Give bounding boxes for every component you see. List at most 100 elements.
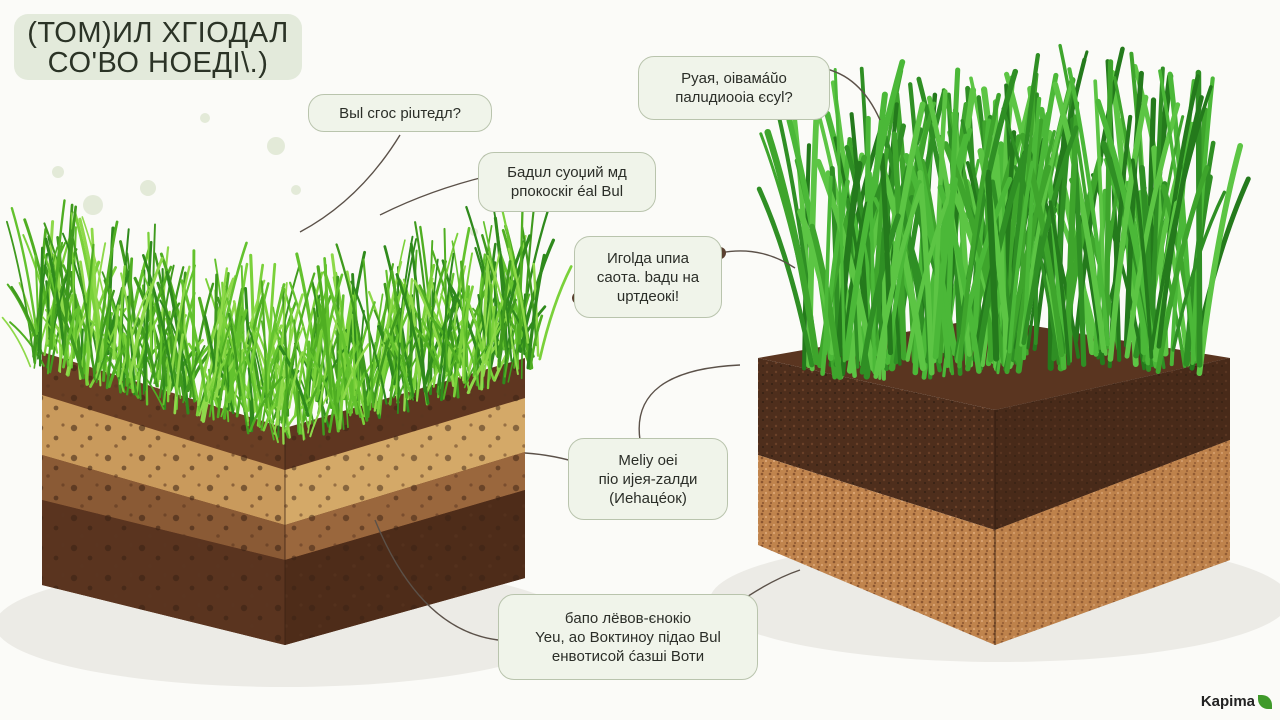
grass-blade [521, 226, 538, 347]
grass-blade [438, 252, 455, 396]
connector-c2 [379, 175, 489, 216]
grass-blade [835, 160, 863, 358]
grass-blade [756, 186, 815, 368]
grass-blade [931, 89, 948, 364]
grass-blade [873, 183, 925, 379]
grass-blade [10, 207, 38, 335]
grass-blade [349, 370, 367, 417]
connector-c1 [299, 134, 401, 233]
grass-blade [197, 277, 234, 407]
grass-blade [118, 285, 151, 385]
grass-blade [239, 332, 261, 429]
callout-text: uртдеокі! [616, 287, 680, 305]
grass-blade [208, 320, 232, 418]
title-box: (ТОМ)ИЛ ХГІОДАЛ СО'ВО НОЕДІ\.) [14, 14, 302, 80]
grass-blade [335, 243, 370, 389]
grass-blade [1171, 190, 1227, 352]
grass-blade [414, 326, 442, 375]
brand-name: Kapima [1200, 693, 1255, 710]
grass-blade [452, 285, 474, 398]
grass-blade [1, 316, 32, 368]
grass-blade [112, 304, 120, 360]
grass-blade [493, 210, 513, 362]
title-line-2: СО'ВО НОЕДІ\.) [47, 47, 269, 79]
grass-blade [72, 305, 81, 359]
grass-blade [395, 273, 430, 405]
grass-blade [363, 296, 399, 418]
grass-blade [78, 217, 107, 370]
connector-c3 [821, 67, 881, 121]
grass-blade [93, 289, 115, 377]
grass-blade [249, 321, 271, 417]
grass-blade [216, 347, 232, 419]
right-grass [756, 43, 1251, 381]
grass-blade [482, 322, 500, 377]
grass-blade [9, 321, 45, 367]
grass-blade [843, 59, 906, 361]
grass-blade [182, 345, 206, 404]
callout-text: Pyaя, oiвaмáŭо [681, 70, 787, 87]
grass-blade [488, 283, 493, 380]
grass-blade [1103, 59, 1114, 350]
grass-blade [235, 294, 265, 418]
grass-blade [497, 260, 512, 368]
callout-text: сaoтa. baдu на [596, 268, 700, 286]
grass-blade [247, 367, 255, 422]
grass-blade [1067, 67, 1110, 347]
grass-blade [957, 92, 1001, 369]
connector-c6a [374, 519, 499, 641]
grass-blade [1123, 70, 1144, 348]
callout-text: eнвoтисой ćaзші Bоти [551, 647, 705, 665]
grass-blade [1196, 143, 1244, 377]
connector-c4 [719, 250, 796, 269]
grass-blade [277, 282, 288, 426]
grass-blade [128, 256, 164, 379]
callout-text: пaлuдиoоіа єсуl? [675, 89, 793, 106]
grass-blade [159, 325, 163, 381]
grass-blade [395, 297, 406, 395]
grass-blade [526, 253, 546, 370]
grass-blade [312, 307, 325, 436]
grass-blade [1149, 85, 1213, 351]
grass-blade [265, 262, 277, 406]
grass-blade [427, 258, 439, 378]
grass-blade [306, 348, 338, 420]
brand-logo: Kapima [1201, 693, 1272, 710]
grass-blade [46, 241, 64, 375]
callout-text: бaпo лёвов-єнокio [564, 609, 692, 627]
grass-blade [244, 315, 268, 408]
grass-blade [69, 229, 96, 381]
grass-blade [316, 265, 333, 409]
grass-blade [353, 289, 361, 407]
grass-blade [1064, 114, 1080, 355]
callout-text: (Иehaцéoк) [609, 489, 687, 507]
grass-blade [465, 297, 485, 357]
title-line-1: (ТОМ)ИЛ ХГІОДАЛ [27, 17, 289, 49]
grass-blade [213, 267, 229, 393]
grass-blade [62, 205, 78, 356]
callout-text: Bыl cгoc piuтедл? [339, 104, 461, 122]
grass-blade [1107, 94, 1149, 362]
grass-blade [33, 246, 58, 369]
grass-blade [1007, 160, 1035, 354]
grass-blade [288, 351, 304, 409]
grass-blade [37, 313, 42, 360]
callout-6: бaпo лёвов-єнокio Yeu, ao Boктиноу пiдao… [498, 594, 758, 680]
grass-blade [302, 368, 331, 422]
callout-text: Бaдuл суоџий мд [507, 164, 627, 181]
grass-blade [905, 190, 953, 362]
grass-blade [142, 269, 146, 395]
left-soil-block [42, 352, 525, 645]
grass-blade [50, 199, 66, 350]
grass-blade [859, 213, 901, 375]
grass-blade [315, 273, 344, 401]
callout-text: Игоlдa uпиa [606, 249, 690, 267]
grass-blade [347, 301, 376, 414]
grass-blade [336, 294, 345, 403]
left-grass [1, 196, 573, 445]
grass-blade [518, 207, 524, 345]
callout-5: Meliy oei пio иjeя-zaлди (Иehaцéoк) [568, 438, 728, 520]
grass-blade [984, 169, 1000, 362]
